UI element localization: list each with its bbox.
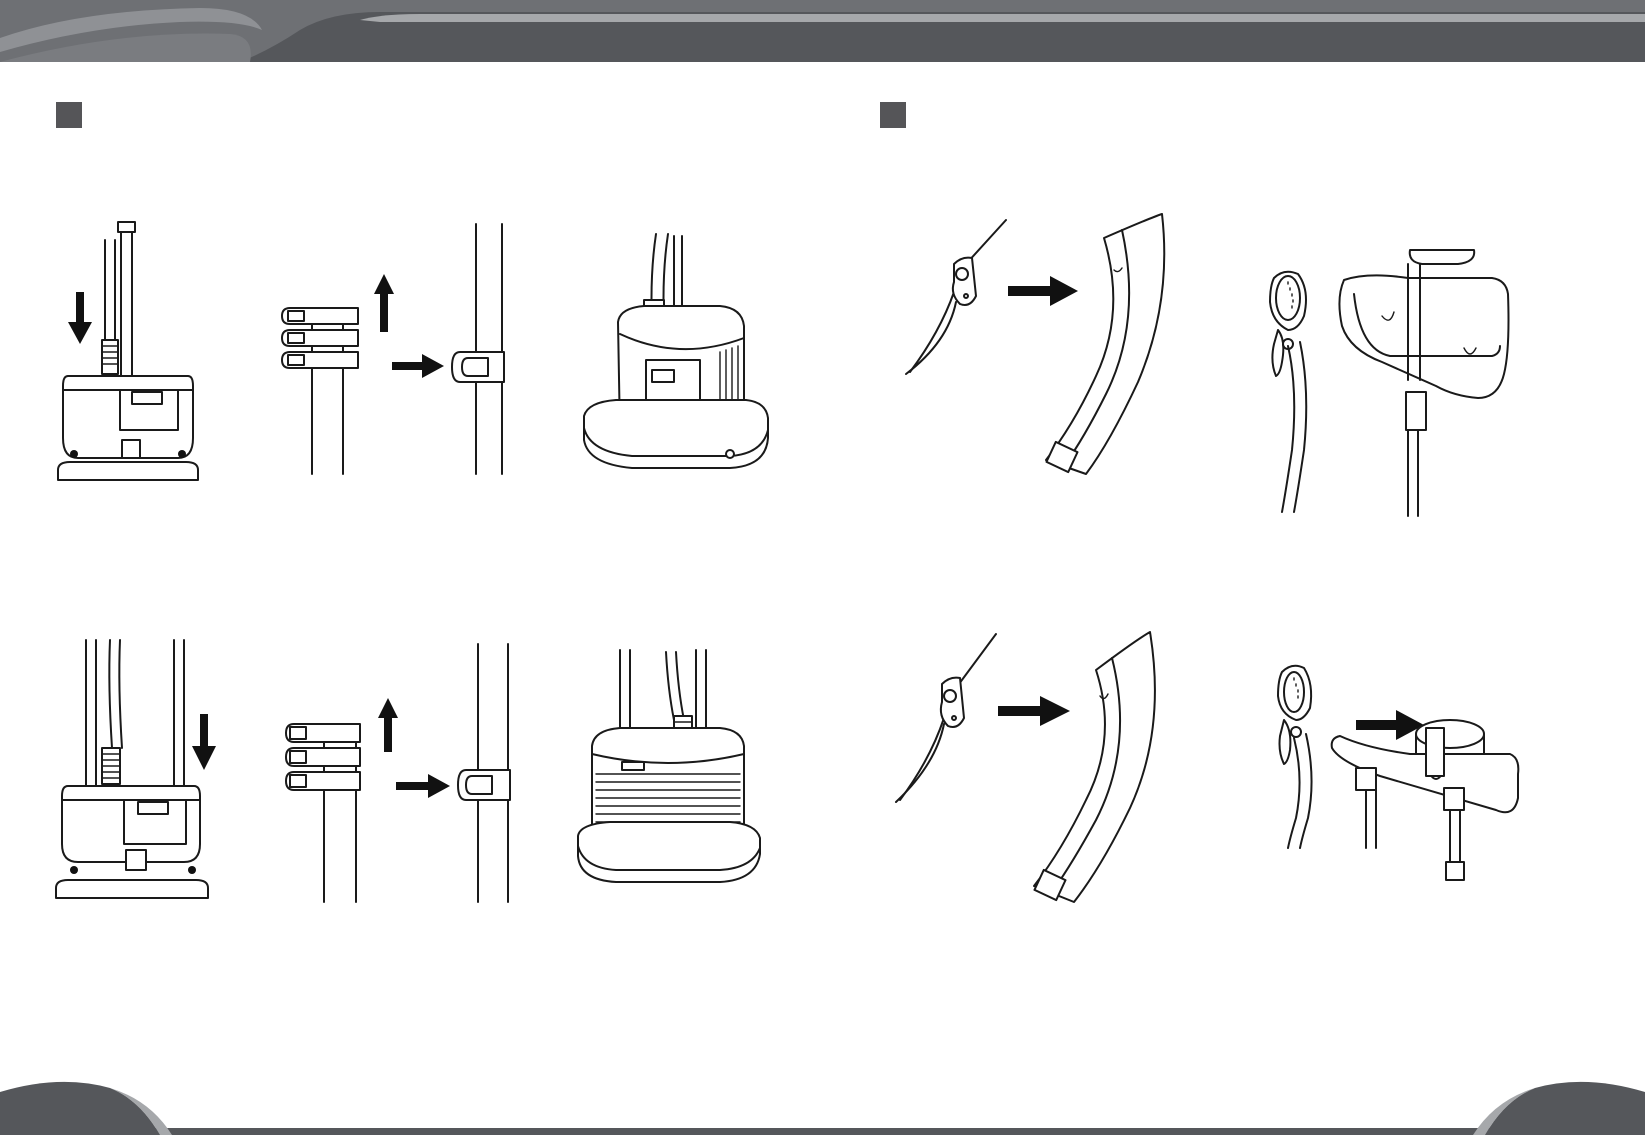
arrow-right-icon — [1356, 710, 1424, 740]
insert-pole-into-base-single — [50, 218, 210, 488]
section-marker-left — [56, 102, 82, 128]
arrow-up-icon — [378, 698, 398, 752]
header-band — [0, 0, 1645, 62]
arrow-right-icon — [392, 354, 444, 378]
attach-handle-to-nozzle-bottom — [890, 630, 1170, 920]
arrow-right-icon — [998, 696, 1070, 726]
insert-poles-into-base-double — [50, 636, 220, 906]
assembled-steamer-single-pole — [580, 234, 780, 494]
attach-hose-clips-double-pole — [280, 640, 520, 906]
arrow-down-icon — [192, 714, 216, 770]
footer-band — [0, 1070, 1645, 1135]
hang-nozzle-on-hanger-holder — [1258, 250, 1558, 520]
attach-handle-to-nozzle-top — [900, 212, 1190, 502]
attach-hose-clips-single-pole — [280, 222, 520, 484]
place-nozzle-in-hanger-holder — [1270, 658, 1570, 898]
assembled-steamer-double-pole — [570, 650, 780, 910]
arrow-up-icon — [374, 274, 394, 332]
arrow-right-icon — [396, 774, 450, 798]
section-marker-right — [880, 102, 906, 128]
arrow-right-icon — [1008, 276, 1078, 306]
arrow-down-icon — [68, 292, 92, 344]
